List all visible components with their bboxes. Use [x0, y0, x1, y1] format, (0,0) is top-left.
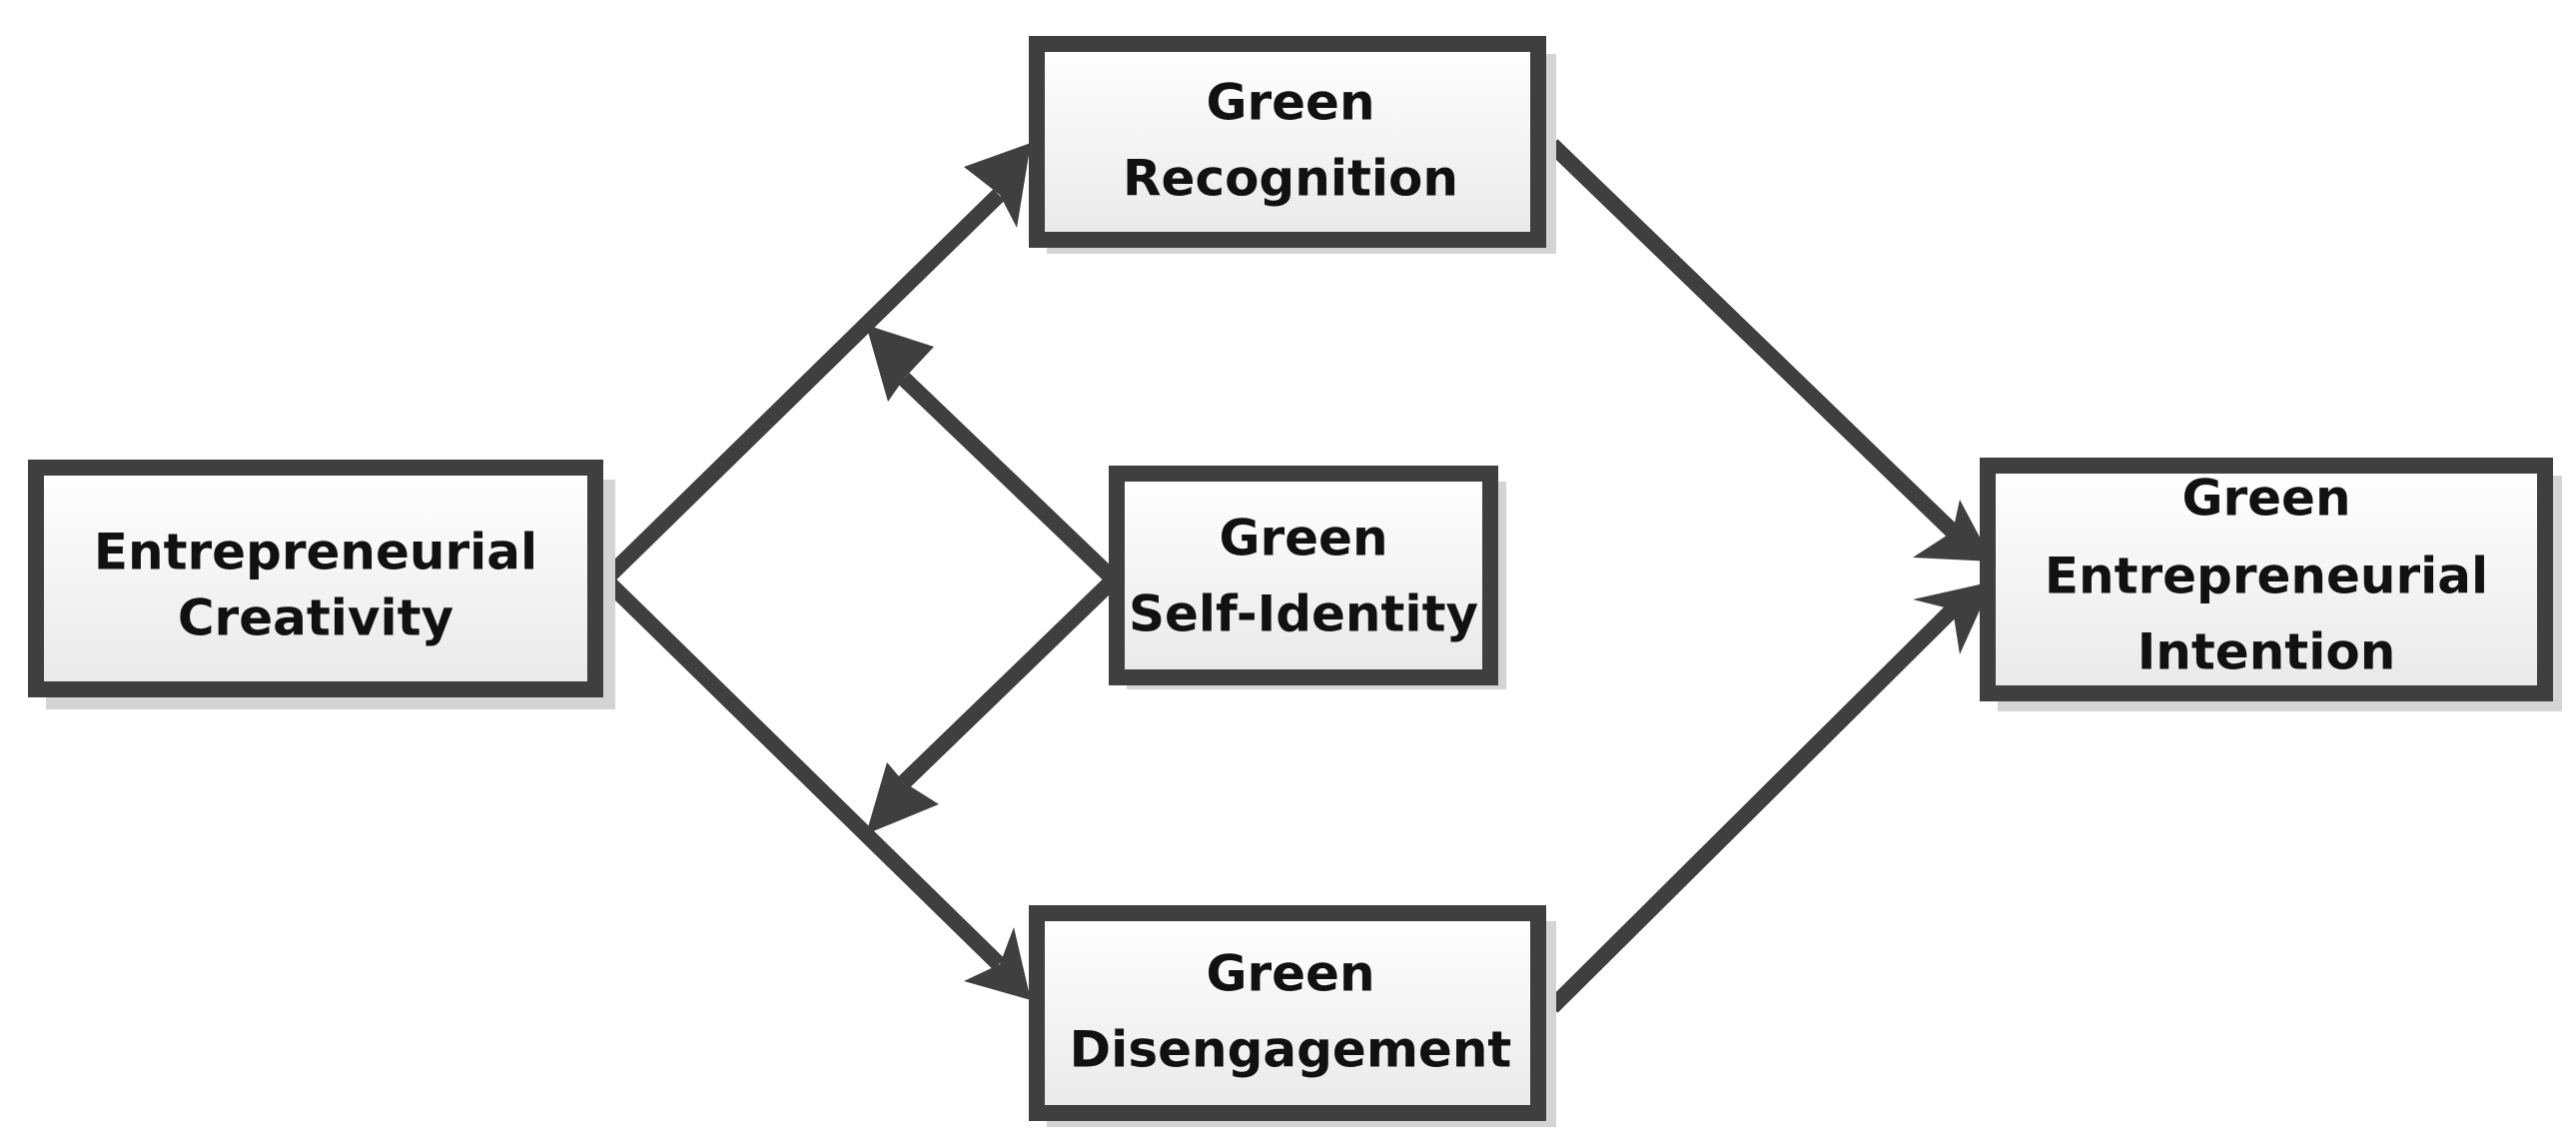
node-label-line: Intention — [2138, 623, 2396, 681]
arrowhead-recognition — [964, 143, 1031, 228]
arrowhead-identity-lower — [866, 762, 939, 834]
edge-identity-to-lower-path — [898, 573, 1120, 788]
arrowhead-intention-lower — [1913, 581, 1993, 654]
edges — [599, 139, 1959, 1013]
node-green-disengagement: Green Disengagement — [1029, 905, 1556, 1127]
node-label-line: Green — [1219, 510, 1387, 568]
node-label-line: Green — [1206, 945, 1374, 1003]
node-label-line: Creativity — [178, 589, 453, 647]
node-green-self-identity: Green Self-Identity — [1109, 466, 1506, 689]
node-label-line: Entrepreneurial — [94, 524, 537, 581]
edge-recognition-to-intention — [1546, 139, 1959, 538]
node-box — [1029, 905, 1546, 1121]
node-label-line: Entrepreneurial — [2045, 548, 2488, 605]
node-label-line: Disengagement — [1070, 1021, 1512, 1079]
node-green-entrepreneurial-intention: Green Entrepreneurial Intention — [1980, 458, 2562, 711]
node-label-line: Green — [2181, 470, 2350, 528]
node-box — [28, 460, 603, 697]
node-box — [1029, 36, 1546, 248]
node-box — [1980, 458, 2553, 701]
edge-identity-to-upper-path — [898, 373, 1120, 585]
edge-creativity-to-recognition — [599, 189, 1005, 585]
node-label-line: Self-Identity — [1129, 585, 1478, 643]
arrowhead-intention-upper — [1913, 500, 1993, 562]
arrowhead-identity-upper — [866, 325, 934, 402]
edge-disengagement-to-intention — [1546, 603, 1959, 1013]
node-label-line: Green — [1206, 74, 1374, 132]
node-entrepreneurial-creativity: Entrepreneurial Creativity — [28, 460, 615, 709]
node-label-line: Recognition — [1123, 150, 1458, 208]
arrow-heads — [866, 143, 1993, 1000]
node-green-recognition: Green Recognition — [1029, 36, 1556, 254]
node-box — [1109, 466, 1498, 685]
arrowhead-disengagement — [964, 927, 1031, 1000]
edge-creativity-to-disengagement — [599, 573, 1005, 970]
